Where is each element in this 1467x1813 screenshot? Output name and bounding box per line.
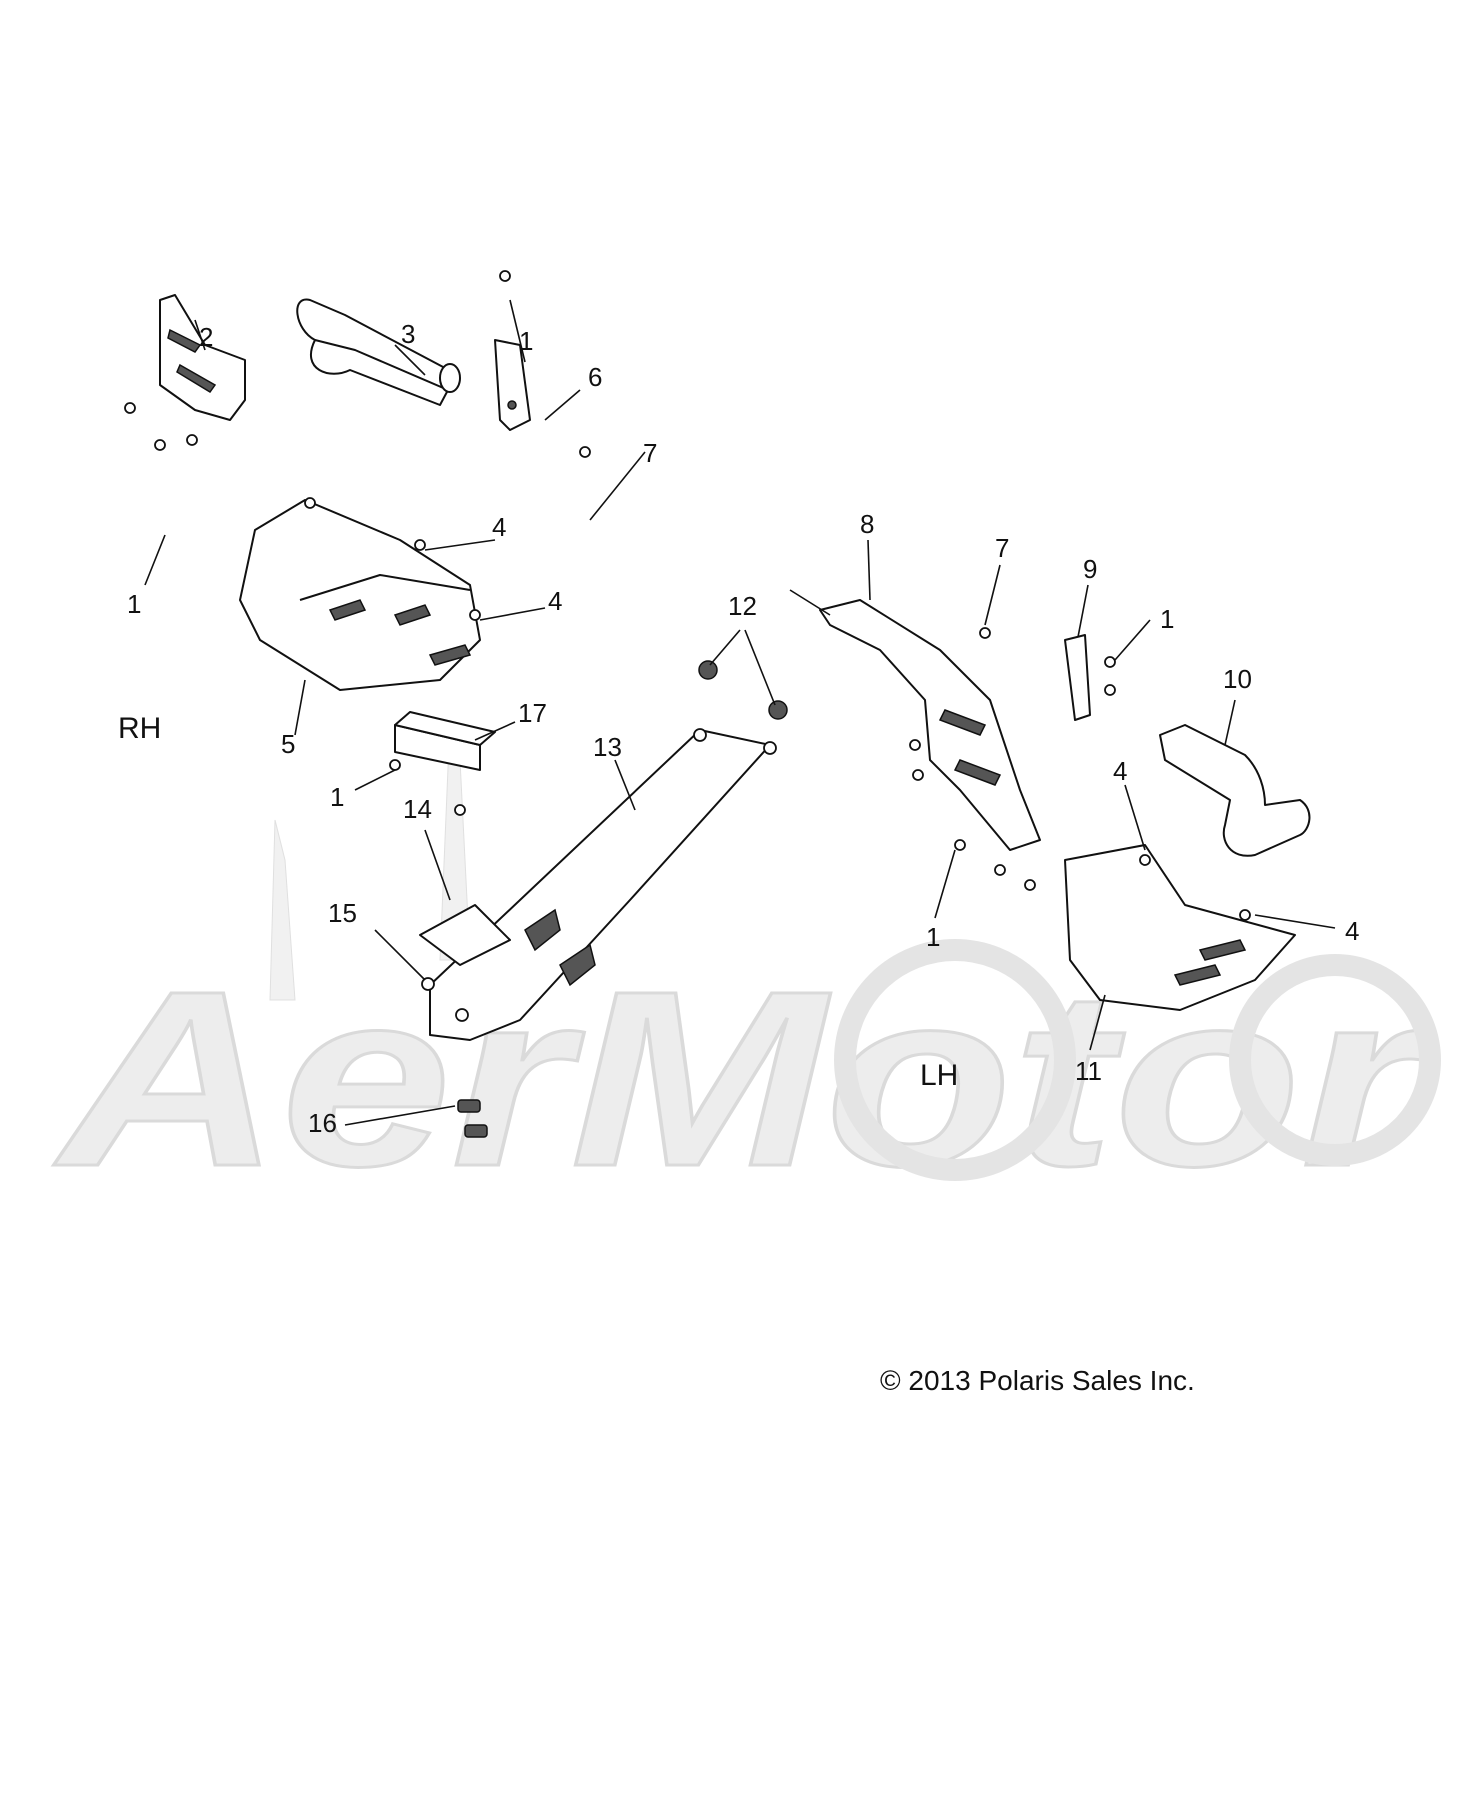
callout-13: 13 — [593, 732, 622, 762]
callout-16: 16 — [308, 1108, 337, 1138]
side-label-rh: RH — [118, 712, 161, 745]
part-10-lh-grab-handle — [1159, 724, 1311, 857]
part-9-lh-bracket — [1064, 634, 1091, 721]
callout-4: 4 — [1345, 916, 1359, 946]
part-5-rh-footrest — [239, 499, 481, 691]
callout-4: 4 — [1113, 756, 1127, 786]
callout-1: 1 — [926, 922, 940, 952]
callout-12: 12 — [728, 591, 757, 621]
callout-14: 14 — [403, 794, 432, 824]
callout-7: 7 — [995, 533, 1009, 563]
callout-5: 5 — [281, 729, 295, 759]
part-2-bracket-plate — [159, 294, 246, 421]
callout-1: 1 — [519, 326, 533, 356]
callout-7: 7 — [643, 438, 657, 468]
callout-8: 8 — [860, 509, 874, 539]
part-11-lh-footrest — [1064, 844, 1296, 1011]
callout-4: 4 — [492, 512, 506, 542]
copyright-text: © 2013 Polaris Sales Inc. — [880, 1365, 1195, 1396]
callout-3: 3 — [401, 319, 415, 349]
callout-17: 17 — [518, 698, 547, 728]
part-8-lh-bracket — [789, 589, 1041, 851]
callout-1: 1 — [1160, 604, 1174, 634]
part-17-angle-bracket — [394, 711, 496, 771]
part-14-decal — [419, 904, 511, 966]
callout-labels: 2 3 1 6 7 1 4 4 5 17 1 12 13 14 15 16 8 … — [127, 319, 1359, 1138]
leader-lines — [144, 299, 1336, 1126]
fasteners-lh — [909, 627, 1251, 921]
part-13-skid-plate — [429, 728, 777, 1041]
callout-15: 15 — [328, 898, 357, 928]
callout-11: 11 — [1075, 1056, 1102, 1086]
callout-10: 10 — [1223, 664, 1252, 694]
part-6-small-bracket — [494, 339, 531, 431]
part-3-grab-handle — [296, 298, 461, 406]
callout-1: 1 — [330, 782, 344, 812]
callout-9: 9 — [1083, 554, 1097, 584]
callout-6: 6 — [588, 362, 602, 392]
side-label-lh: LH — [920, 1059, 958, 1092]
callout-2: 2 — [199, 322, 213, 352]
callout-1: 1 — [127, 589, 141, 619]
callout-4: 4 — [548, 586, 562, 616]
